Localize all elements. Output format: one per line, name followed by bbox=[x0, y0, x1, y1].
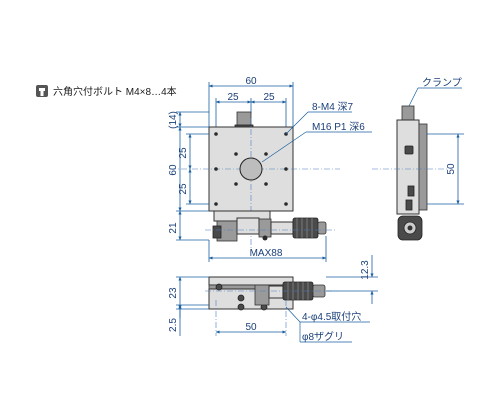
hex-socket-bolt-icon bbox=[36, 85, 48, 97]
dim-half-top: 25 bbox=[178, 147, 189, 159]
dim-offset-14: (14) bbox=[168, 111, 179, 129]
dim-height-23: 23 bbox=[168, 287, 179, 299]
side-view: クランプ 50 bbox=[372, 77, 464, 241]
callout-counterbore: φ8ザグリ bbox=[302, 330, 344, 343]
callout-tapped-holes: 8-M4 深7 bbox=[312, 101, 354, 113]
callout-center-tap: M16 P1 深6 bbox=[312, 121, 365, 133]
micrometer-head-top bbox=[212, 210, 327, 242]
dim-half-left: 25 bbox=[227, 92, 239, 103]
dim-max-length: MAX88 bbox=[250, 248, 283, 259]
side-clamp-knob bbox=[401, 105, 415, 121]
tapped-holes bbox=[214, 132, 288, 206]
stage-top-front bbox=[208, 276, 294, 286]
top-view: 60 25 25 bbox=[168, 76, 372, 262]
legend-text: 六角穴付ボルト M4×8…4本 bbox=[53, 85, 177, 98]
clamp-label: クランプ bbox=[422, 77, 462, 89]
dim-height-60: 60 bbox=[168, 164, 179, 176]
dim-half-right: 25 bbox=[263, 92, 275, 103]
callout-mount-holes: 4-φ4.5取付穴 bbox=[302, 310, 361, 323]
center-threaded-hole bbox=[239, 157, 263, 181]
dim-half-bottom: 25 bbox=[178, 183, 189, 195]
legend: 六角穴付ボルト M4×8…4本 bbox=[36, 85, 177, 98]
dim-base-2-5: 2.5 bbox=[168, 318, 179, 332]
dim-mount-spacing-50: 50 bbox=[245, 322, 257, 333]
dim-overall-width: 60 bbox=[245, 76, 257, 87]
dim-side-50: 50 bbox=[446, 163, 457, 175]
dim-height-12-3: 12.3 bbox=[360, 260, 371, 280]
front-view: 12.3 23 2.5 50 4-φ4.5取付穴 φ8ザグリ bbox=[168, 255, 378, 343]
dim-micrometer-21: 21 bbox=[168, 222, 179, 234]
